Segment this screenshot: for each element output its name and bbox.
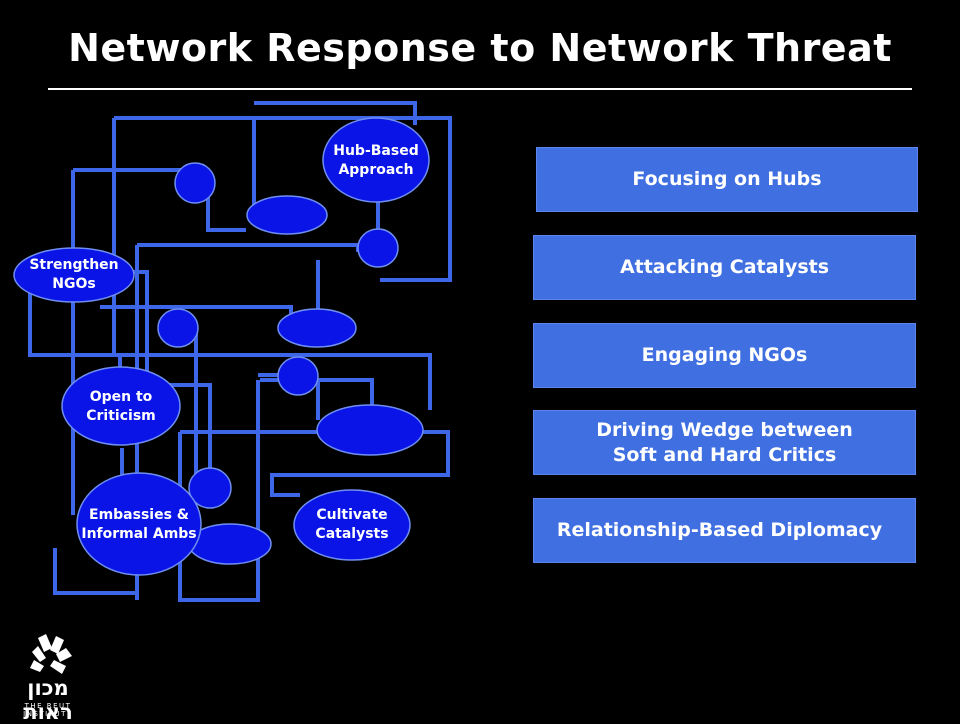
- network-line: [206, 188, 246, 232]
- network-line: [270, 430, 450, 497]
- reut-logo-icon: [30, 634, 72, 674]
- strategy-box-hubs: Focusing on Hubs: [536, 147, 918, 212]
- ngo-node: [13, 247, 135, 303]
- ngo-label: Strengthen NGOs: [29, 257, 119, 292]
- network-node: [246, 195, 328, 235]
- open-criticism-node: [61, 366, 181, 446]
- network-node: [277, 308, 357, 348]
- logo-english-text: THE REUT INSTITUTE: [23, 702, 73, 718]
- strategy-box-diplomacy: Relationship-Based Diplomacy: [533, 498, 916, 563]
- network-nodes: [13, 117, 430, 576]
- network-node: [157, 308, 199, 348]
- network-line: [254, 101, 417, 125]
- network-node: [316, 404, 424, 456]
- network-node: [277, 356, 319, 396]
- hub-label: Hub-Based Approach: [333, 143, 419, 178]
- title-divider: [48, 88, 912, 90]
- strategy-box-wedge: Driving Wedge between Soft and Hard Crit…: [533, 410, 916, 475]
- strategy-box-ngos: Engaging NGOs: [533, 323, 916, 388]
- strategy-box-catalysts: Attacking Catalysts: [533, 235, 916, 300]
- network-node: [357, 228, 399, 268]
- network-line: [114, 116, 452, 282]
- network-line: [53, 548, 137, 595]
- embassies-label: Embassies & Informal Ambs: [81, 507, 197, 542]
- open-criticism-label: Open to Criticism: [86, 389, 156, 424]
- network-line: [137, 243, 360, 252]
- catalysts-label: Cultivate Catalysts: [315, 507, 389, 542]
- network-node: [188, 467, 232, 509]
- embassies-node: [76, 472, 202, 576]
- hub-node: [322, 117, 430, 203]
- catalysts-node: [293, 489, 411, 561]
- page-title: Network Response to Network Threat: [68, 26, 892, 70]
- network-node: [174, 162, 216, 204]
- network-line: [28, 290, 432, 410]
